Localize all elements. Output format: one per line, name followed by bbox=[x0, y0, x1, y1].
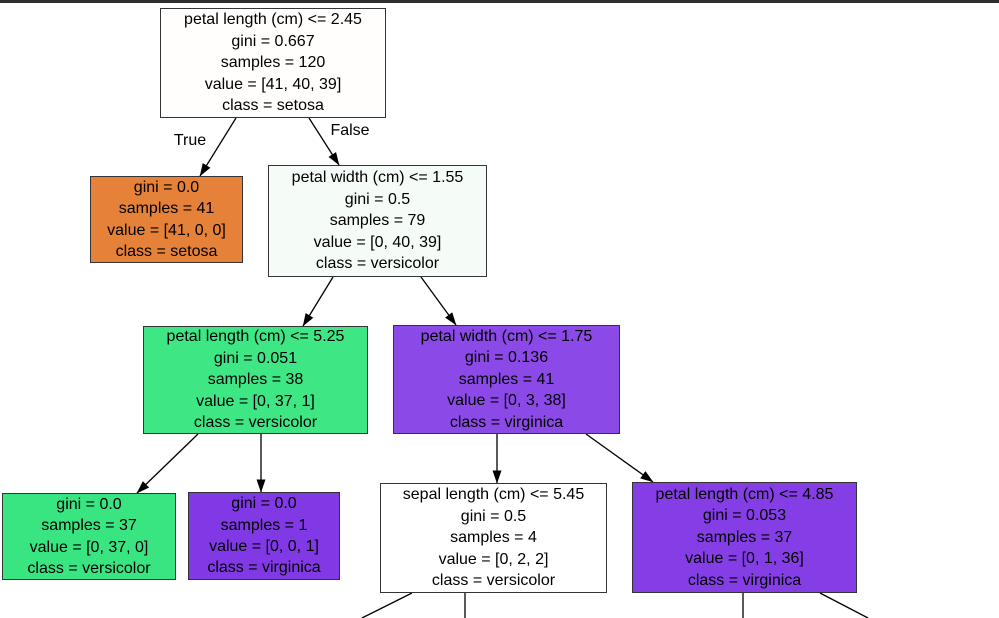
tree-node-petal-width-split: petal width (cm) <= 1.55 gini = 0.5 samp… bbox=[268, 165, 487, 277]
node-value: value = [0, 3, 38] bbox=[447, 392, 566, 410]
edge-split-to-virginica-branch bbox=[420, 276, 457, 326]
node-condition: petal width (cm) <= 1.75 bbox=[420, 327, 593, 345]
node-value: value = [0, 0, 1] bbox=[209, 538, 319, 555]
node-class: class = virginica bbox=[687, 571, 802, 589]
node-gini: gini = 0.051 bbox=[213, 349, 298, 367]
tree-node-virginica-right-branch: petal length (cm) <= 4.85 gini = 0.053 s… bbox=[632, 482, 857, 593]
node-samples: samples = 4 bbox=[450, 529, 537, 547]
edge-branch-to-virginica-right-branch bbox=[585, 433, 654, 483]
node-condition: petal length (cm) <= 2.45 bbox=[184, 11, 362, 29]
node-value: value = [0, 40, 39] bbox=[313, 233, 442, 251]
node-class: class = versicolor bbox=[27, 559, 151, 577]
node-class: class = virginica bbox=[207, 559, 321, 577]
tree-node-virginica-branch: petal width (cm) <= 1.75 gini = 0.136 sa… bbox=[393, 325, 620, 434]
node-condition: sepal length (cm) <= 5.45 bbox=[402, 486, 585, 504]
node-gini: gini = 0.0 bbox=[56, 495, 122, 513]
node-samples: samples = 37 bbox=[696, 528, 793, 546]
node-samples: samples = 120 bbox=[220, 54, 326, 72]
edge-branch-to-versicolor-leaf bbox=[136, 433, 199, 494]
edge-split-to-versicolor-branch bbox=[302, 276, 334, 327]
node-gini: gini = 0.136 bbox=[464, 349, 549, 367]
tree-node-versicolor-leaf: gini = 0.0 samples = 37 value = [0, 37, … bbox=[2, 493, 176, 580]
node-value: value = [0, 2, 2] bbox=[438, 550, 549, 568]
node-condition: petal width (cm) <= 1.55 bbox=[291, 169, 464, 187]
edge-stub-bottom-4 bbox=[819, 592, 869, 618]
window-top-border bbox=[0, 0, 999, 3]
edge-stub-bottom-1 bbox=[361, 592, 413, 618]
edge-root-to-petal-width-split bbox=[308, 117, 340, 166]
node-samples: samples = 79 bbox=[329, 212, 426, 230]
node-samples: samples = 38 bbox=[207, 371, 304, 389]
node-class: class = versicolor bbox=[315, 255, 440, 273]
node-value: value = [41, 40, 39] bbox=[204, 75, 342, 93]
node-class: class = setosa bbox=[115, 242, 218, 260]
node-condition: petal length (cm) <= 4.85 bbox=[655, 485, 834, 503]
node-gini: gini = 0.667 bbox=[231, 32, 315, 50]
node-value: value = [41, 0, 0] bbox=[107, 221, 226, 239]
node-gini: gini = 0.5 bbox=[460, 507, 527, 525]
node-gini: gini = 0.0 bbox=[231, 495, 297, 513]
node-class: class = virginica bbox=[449, 413, 564, 431]
node-value: value = [0, 37, 0] bbox=[29, 538, 149, 556]
node-value: value = [0, 37, 1] bbox=[196, 392, 315, 410]
tree-node-virginica-small-leaf: gini = 0.0 samples = 1 value = [0, 0, 1]… bbox=[188, 492, 340, 580]
tree-node-root: petal length (cm) <= 2.45 gini = 0.667 s… bbox=[160, 8, 386, 118]
node-samples: samples = 41 bbox=[458, 370, 555, 388]
node-class: class = versicolor bbox=[431, 572, 556, 590]
node-class: class = setosa bbox=[222, 97, 324, 115]
tree-node-versicolor-branch: petal length (cm) <= 5.25 gini = 0.051 s… bbox=[143, 326, 368, 434]
tree-node-setosa-leaf: gini = 0.0 samples = 41 value = [41, 0, … bbox=[90, 176, 243, 263]
node-samples: samples = 37 bbox=[41, 517, 137, 535]
node-condition: petal length (cm) <= 5.25 bbox=[166, 328, 345, 346]
tree-node-sepal-length-split: sepal length (cm) <= 5.45 gini = 0.5 sam… bbox=[380, 483, 607, 593]
node-samples: samples = 41 bbox=[118, 200, 215, 218]
node-gini: gini = 0.053 bbox=[702, 507, 787, 525]
node-gini: gini = 0.0 bbox=[133, 178, 200, 196]
node-class: class = versicolor bbox=[193, 414, 318, 432]
edge-root-to-setosa-leaf bbox=[199, 117, 237, 177]
node-value: value = [0, 1, 36] bbox=[685, 550, 804, 568]
edge-label-true: True bbox=[173, 132, 207, 149]
node-samples: samples = 1 bbox=[220, 516, 308, 534]
node-gini: gini = 0.5 bbox=[344, 190, 411, 208]
edge-label-false: False bbox=[330, 122, 370, 139]
